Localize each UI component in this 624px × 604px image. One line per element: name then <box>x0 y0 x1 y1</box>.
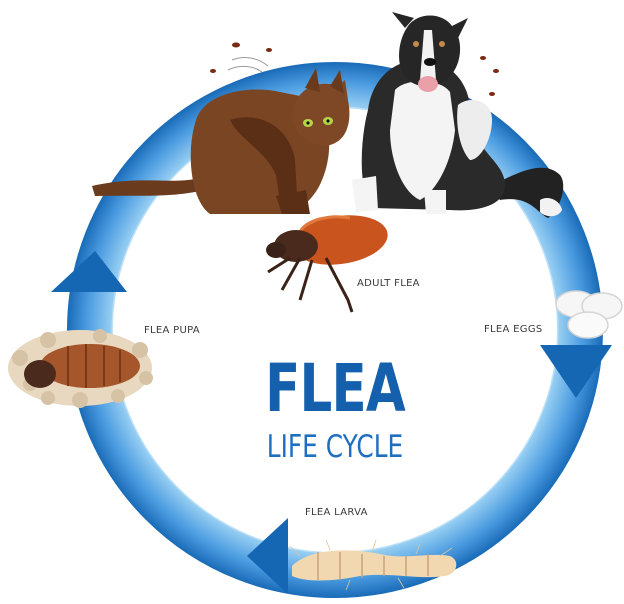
cat-icon <box>92 58 349 214</box>
adult-flea-icon <box>266 210 391 312</box>
diagram-subtitle: LIFE CYCLE <box>259 432 411 463</box>
label-flea-larva: FLEA LARVA <box>305 507 368 518</box>
flea-pupa-icon <box>8 329 153 408</box>
label-flea-pupa: FLEA PUPA <box>144 325 200 336</box>
dog-icon <box>352 12 563 218</box>
label-adult-flea: ADULT FLEA <box>357 278 420 289</box>
diagram-title: FLEA <box>261 356 409 422</box>
label-flea-eggs: FLEA EGGS <box>484 324 543 335</box>
